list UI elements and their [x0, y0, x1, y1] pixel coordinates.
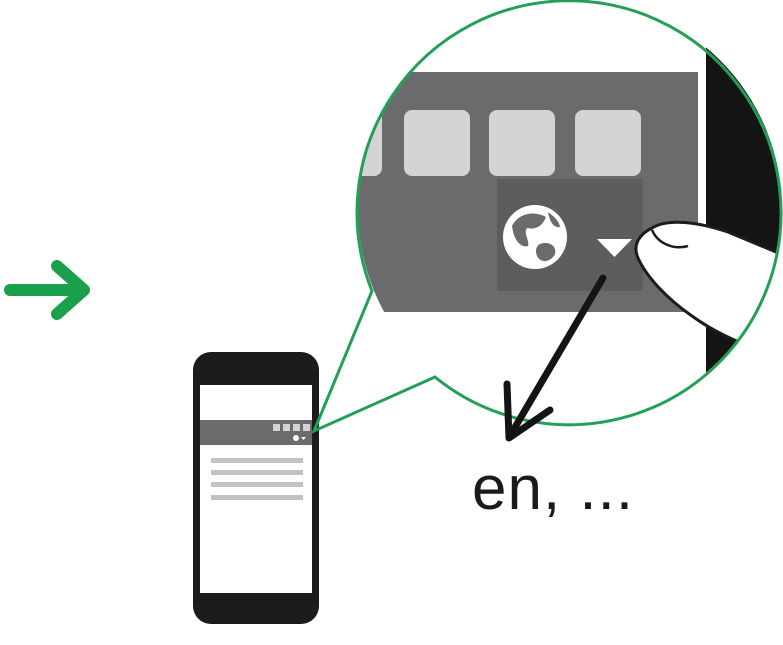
phone-content-lines: [211, 458, 303, 500]
phone-toolbar: [200, 420, 312, 445]
magnifier-callout: [311, 0, 783, 434]
globe-icon: [503, 205, 567, 269]
triangle-down-icon: [597, 239, 632, 257]
smartphone: [193, 352, 319, 624]
pointer-arrow-icon: [503, 274, 607, 442]
phone-screen: [200, 385, 312, 593]
language-code-label: en, ...: [472, 454, 635, 523]
phone-globe-icon: [293, 435, 299, 441]
arrow-right-icon: [4, 260, 90, 320]
